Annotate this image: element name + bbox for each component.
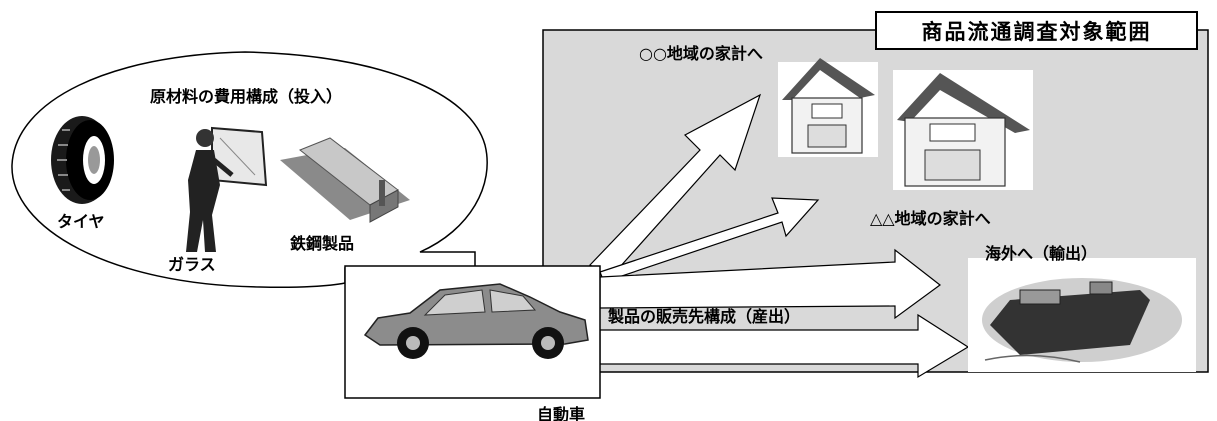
product-label: 自動車 (537, 405, 586, 421)
destination-export-label: 海外へ（輸出） (985, 244, 1098, 263)
input-item-glass-label: ガラス (168, 255, 216, 274)
worker-glass-icon (186, 126, 268, 252)
ship-icon (968, 258, 1196, 372)
arrow-to-export-1 (599, 248, 941, 320)
arrow-to-region-a (589, 93, 762, 279)
input-item-steel-label: 鉄鋼製品 (290, 234, 355, 253)
destination-region-a-label: ○○地域の家計へ (639, 44, 763, 63)
destination-region-b-label: △△地域の家計へ (870, 209, 991, 228)
house-icon (778, 58, 878, 157)
arrow-to-region-b (599, 197, 820, 283)
arrow-to-export-2 (599, 313, 970, 379)
steel-beam-icon (280, 137, 410, 223)
outputs-heading: 製品の販売先構成（産出） (608, 307, 801, 326)
car-icon (363, 283, 589, 359)
input-item-tire-label: タイヤ (57, 212, 105, 231)
inputs-heading: 原材料の費用構成（投入） (150, 87, 343, 106)
tire-icon (51, 116, 114, 204)
house-icon (893, 70, 1033, 190)
scope-title: 商品流通調査対象範囲 (875, 11, 1198, 50)
